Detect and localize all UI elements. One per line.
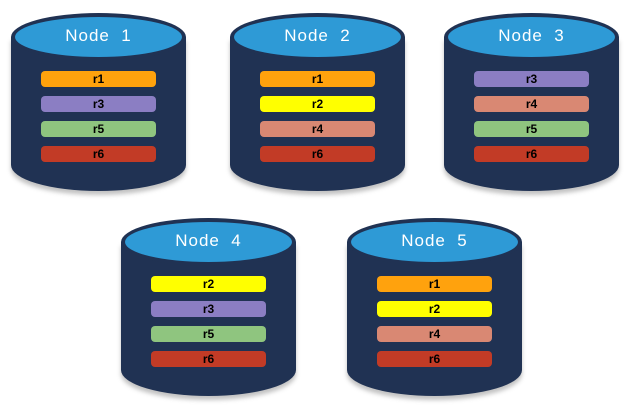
replica-bar: r1: [41, 71, 156, 87]
node-1-cylinder: Node 1 r1 r3 r5 r6: [11, 13, 186, 191]
replica-bar: r1: [377, 276, 492, 292]
node-4-replica-list: r2 r3 r5 r6: [151, 276, 266, 376]
replica-bar: r6: [260, 146, 375, 162]
replica-bar: r5: [474, 121, 589, 137]
replica-bar: r6: [151, 351, 266, 367]
node-3-cylinder: Node 3 r3 r4 r5 r6: [444, 13, 619, 191]
node-1-cylinder-top: Node 1: [11, 13, 186, 61]
node-5-title: Node 5: [401, 231, 468, 250]
replica-bar: r6: [474, 146, 589, 162]
node-5-cylinder-top: Node 5: [347, 218, 522, 266]
node-4-cylinder: Node 4 r2 r3 r5 r6: [121, 218, 296, 396]
replica-bar: r5: [151, 326, 266, 342]
node-3-cylinder-body: [444, 37, 619, 191]
node-3-cylinder-top: Node 3: [444, 13, 619, 61]
replica-bar: r3: [151, 301, 266, 317]
replica-bar: r4: [260, 121, 375, 137]
node-3-replica-list: r3 r4 r5 r6: [474, 71, 589, 171]
node-4-cylinder-body: [121, 242, 296, 396]
node-3-title: Node 3: [498, 26, 565, 45]
replica-bar: r5: [41, 121, 156, 137]
replica-bar: r2: [377, 301, 492, 317]
node-2-cylinder-body: [230, 37, 405, 191]
replica-bar: r4: [377, 326, 492, 342]
node-5-replica-list: r1 r2 r4 r6: [377, 276, 492, 376]
replica-bar: r3: [41, 96, 156, 112]
node-4-title: Node 4: [175, 231, 242, 250]
node-2-title: Node 2: [284, 26, 351, 45]
node-5-cylinder: Node 5 r1 r2 r4 r6: [347, 218, 522, 396]
node-5-cylinder-body: [347, 242, 522, 396]
replica-bar: r2: [151, 276, 266, 292]
replica-bar: r4: [474, 96, 589, 112]
node-2-cylinder: Node 2 r1 r2 r4 r6: [230, 13, 405, 191]
replica-bar: r1: [260, 71, 375, 87]
node-2-replica-list: r1 r2 r4 r6: [260, 71, 375, 171]
node-1-cylinder-body: [11, 37, 186, 191]
replica-bar: r2: [260, 96, 375, 112]
replica-bar: r6: [41, 146, 156, 162]
node-2-cylinder-top: Node 2: [230, 13, 405, 61]
node-1-title: Node 1: [65, 26, 132, 45]
replica-bar: r3: [474, 71, 589, 87]
node-1-replica-list: r1 r3 r5 r6: [41, 71, 156, 171]
replica-bar: r6: [377, 351, 492, 367]
node-4-cylinder-top: Node 4: [121, 218, 296, 266]
